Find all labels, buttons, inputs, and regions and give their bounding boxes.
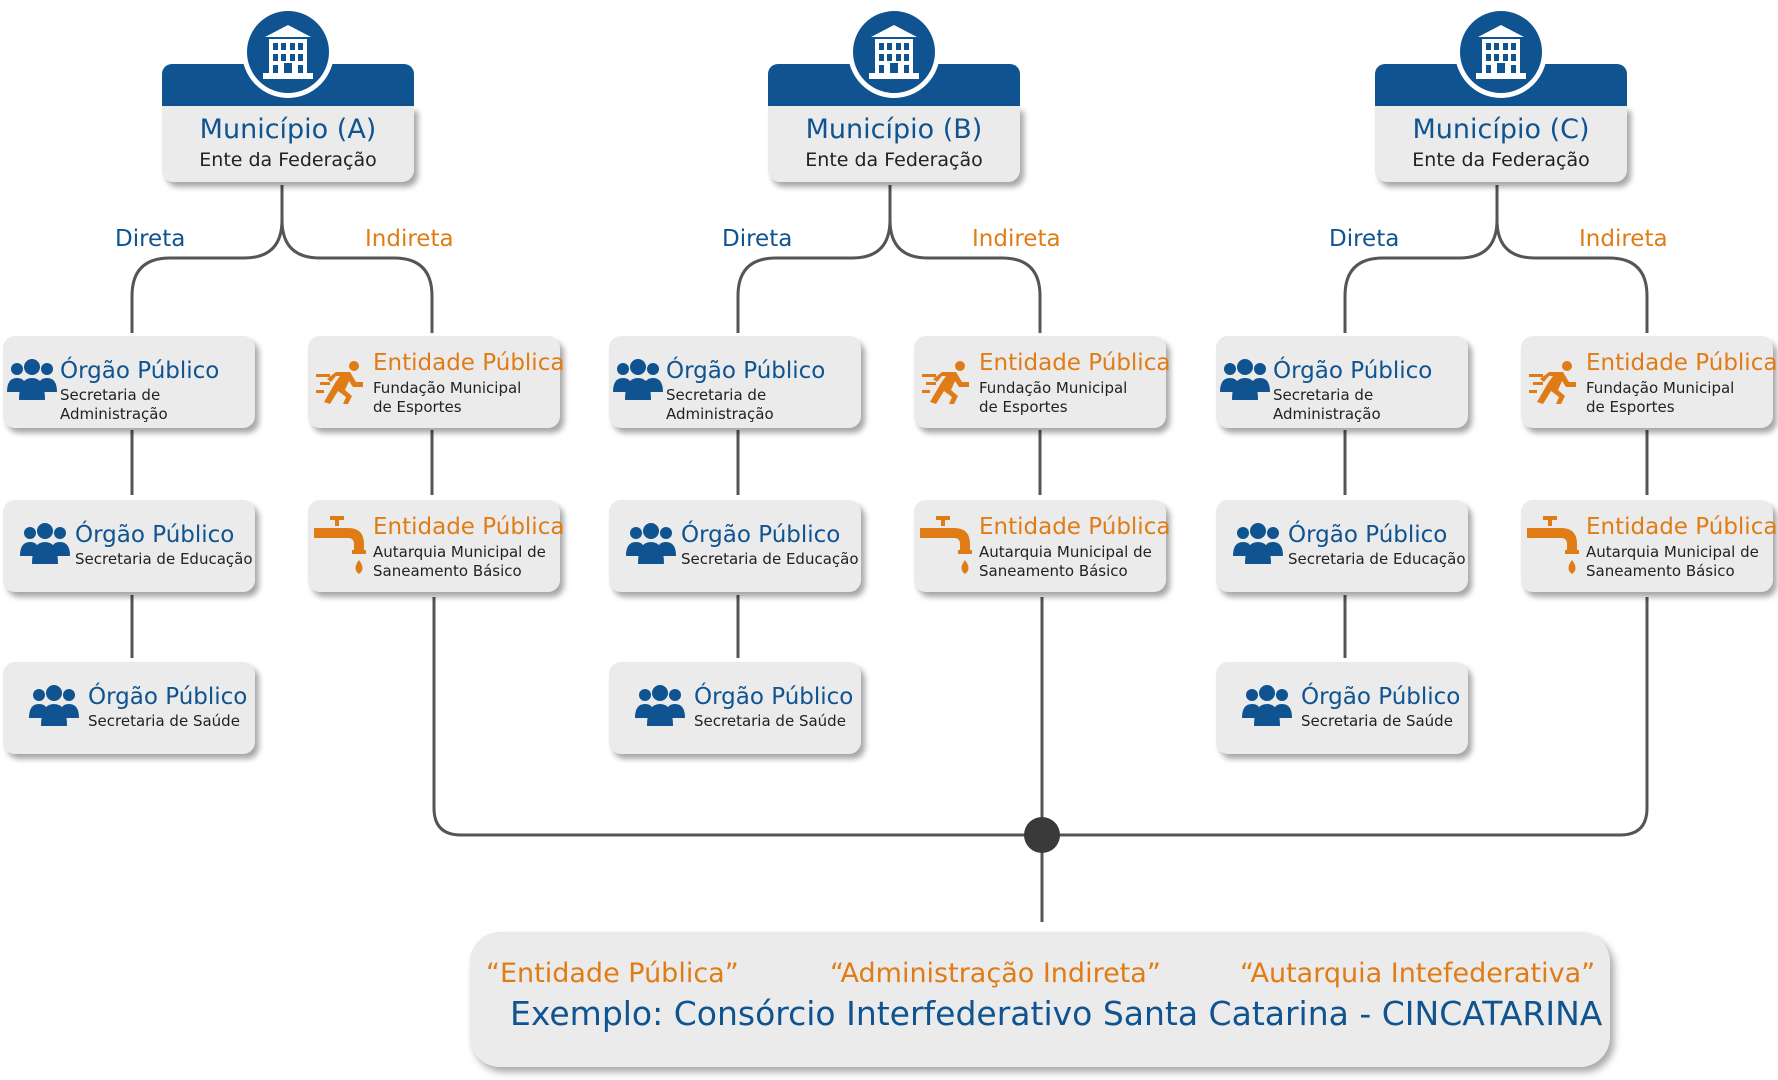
municipio-title: Município (C) bbox=[1412, 114, 1590, 145]
orgao-card: Órgão Público Secretaria de Educação bbox=[3, 500, 255, 592]
direta-label: Direta bbox=[115, 226, 186, 252]
orgao-card: Órgão Público Secretaria de Educação bbox=[609, 500, 861, 592]
consorcio-box: “Entidade Pública” “Administração Indire… bbox=[470, 932, 1610, 1067]
indireta-label: Indireta bbox=[972, 226, 1061, 252]
faucet-icon bbox=[1527, 516, 1579, 574]
municipio-subtitle: Ente da Federação bbox=[805, 149, 983, 171]
faucet-icon bbox=[920, 516, 972, 574]
building-icon bbox=[848, 6, 940, 98]
people-icon bbox=[1233, 523, 1283, 564]
municipio-subtitle: Ente da Federação bbox=[1412, 149, 1590, 171]
building-icon bbox=[242, 6, 334, 98]
people-icon bbox=[635, 685, 685, 726]
municipio-title: Município (B) bbox=[805, 114, 983, 145]
entidade-card: Entidade Pública Fundação Municipal de E… bbox=[308, 336, 564, 428]
municipio-b-box: Município (B) Ente da Federação bbox=[768, 6, 1020, 182]
orgao-card: Órgão Público Secretaria de Saúde bbox=[3, 662, 255, 754]
entidade-card: Entidade Pública Autarquia Municipal de … bbox=[914, 500, 1170, 592]
orgao-card: Órgão Público Secretaria de Administraçã… bbox=[1216, 336, 1468, 428]
orgao-card: Órgão Público Secretaria de Administraçã… bbox=[3, 336, 255, 428]
example-text: Exemplo: Consórcio Interfederativo Santa… bbox=[510, 994, 1603, 1033]
entidade-card: Entidade Pública Fundação Municipal de E… bbox=[914, 336, 1170, 428]
building-icon bbox=[1455, 6, 1547, 98]
people-icon bbox=[7, 359, 57, 400]
indireta-label: Indireta bbox=[1579, 226, 1668, 252]
people-icon bbox=[20, 523, 70, 564]
orgao-card: Órgão Público Secretaria de Educação bbox=[1216, 500, 1468, 592]
municipio-c-box: Município (C) Ente da Federação bbox=[1375, 6, 1627, 182]
indireta-label: Indireta bbox=[365, 226, 454, 252]
junction-node bbox=[1024, 817, 1060, 853]
entidade-card: Entidade Pública Autarquia Municipal de … bbox=[1521, 500, 1777, 592]
municipio-a-box: Município (A) Ente da Federação bbox=[162, 6, 414, 182]
municipio-title: Município (A) bbox=[199, 114, 377, 145]
entidade-card: Entidade Pública Fundação Municipal de E… bbox=[1521, 336, 1777, 428]
orgao-card: Órgão Público Secretaria de Administraçã… bbox=[609, 336, 861, 428]
people-icon bbox=[626, 523, 676, 564]
orgao-card: Órgão Público Secretaria de Saúde bbox=[609, 662, 861, 754]
runner-icon bbox=[922, 361, 969, 404]
orgao-card: Órgão Público Secretaria de Saúde bbox=[1216, 662, 1468, 754]
direta-label: Direta bbox=[722, 226, 793, 252]
runner-icon bbox=[1529, 361, 1576, 404]
municipio-subtitle: Ente da Federação bbox=[199, 149, 377, 171]
people-icon bbox=[29, 685, 79, 726]
people-icon bbox=[1242, 685, 1292, 726]
direta-label: Direta bbox=[1329, 226, 1400, 252]
runner-icon bbox=[316, 361, 363, 404]
entidade-card: Entidade Pública Autarquia Municipal de … bbox=[308, 500, 564, 592]
quote-entidade: “Entidade Pública” bbox=[486, 958, 739, 989]
people-icon bbox=[1220, 359, 1270, 400]
quote-autarquia: “Autarquia Intefederativa” bbox=[1240, 958, 1596, 989]
quote-administracao: “Administração Indireta” bbox=[830, 958, 1161, 989]
people-icon bbox=[613, 359, 663, 400]
faucet-icon bbox=[314, 516, 366, 574]
